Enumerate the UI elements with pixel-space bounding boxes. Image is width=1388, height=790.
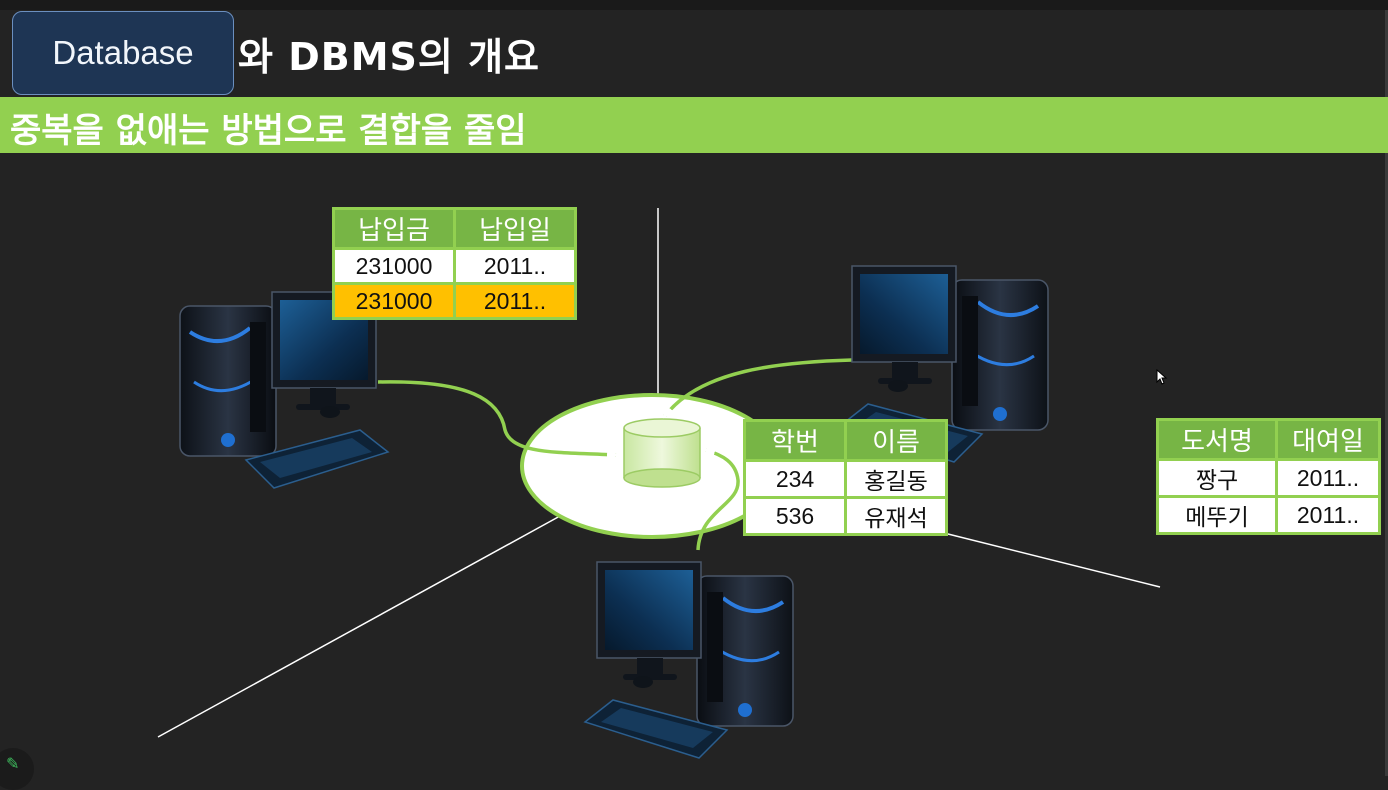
table-header: 도서명	[1156, 418, 1278, 461]
table-header: 학번	[743, 419, 847, 462]
pencil-icon: ✎	[6, 754, 20, 773]
mouse-cursor-icon	[1156, 369, 1168, 385]
database-cylinder-icon	[623, 418, 701, 488]
table-header: 납입금	[332, 207, 456, 250]
window-right-edge	[1385, 10, 1388, 776]
table-cell: 231000	[332, 282, 456, 320]
table-cell: 짱구	[1156, 458, 1278, 498]
student-table: 학번 이름 234 홍길동 536 유재석	[743, 419, 948, 536]
table-header: 납입일	[453, 207, 577, 250]
table-cell: 2011..	[1275, 458, 1381, 498]
table-header: 이름	[844, 419, 948, 462]
book-table: 도서명 대여일 짱구 2011.. 메뚜기 2011..	[1156, 418, 1381, 535]
table-header: 대여일	[1275, 418, 1381, 461]
table-cell: 234	[743, 459, 847, 499]
axis-line-bottom-left	[157, 515, 561, 738]
payment-table: 납입금 납입일 231000 2011.. 231000 2011..	[332, 207, 577, 320]
subtitle-band: 중복을 없애는 방법으로 결합을 줄임	[0, 97, 1388, 153]
slide-title: 와 DBMS의 개요	[238, 35, 540, 79]
connector-right-to-db	[663, 358, 853, 419]
computer-icon	[178, 290, 390, 490]
connector-bottom-to-db	[696, 446, 740, 551]
window-top-strip	[0, 0, 1388, 10]
slide-subtitle: 중복을 없애는 방법으로 결합을 줄임	[10, 111, 527, 151]
table-cell: 홍길동	[844, 459, 948, 499]
table-cell: 231000	[332, 247, 456, 285]
connector-left-to-db	[377, 380, 619, 461]
table-cell: 536	[743, 496, 847, 536]
table-cell: 2011..	[453, 247, 577, 285]
pen-tool-button[interactable]: ✎	[0, 748, 34, 790]
table-cell: 메뚜기	[1156, 495, 1278, 535]
axis-line-right	[939, 531, 1161, 588]
database-label-chip[interactable]: Database	[12, 11, 234, 95]
table-cell: 2011..	[453, 282, 577, 320]
table-cell: 유재석	[844, 496, 948, 536]
computer-icon	[583, 560, 795, 760]
table-cell: 2011..	[1275, 495, 1381, 535]
